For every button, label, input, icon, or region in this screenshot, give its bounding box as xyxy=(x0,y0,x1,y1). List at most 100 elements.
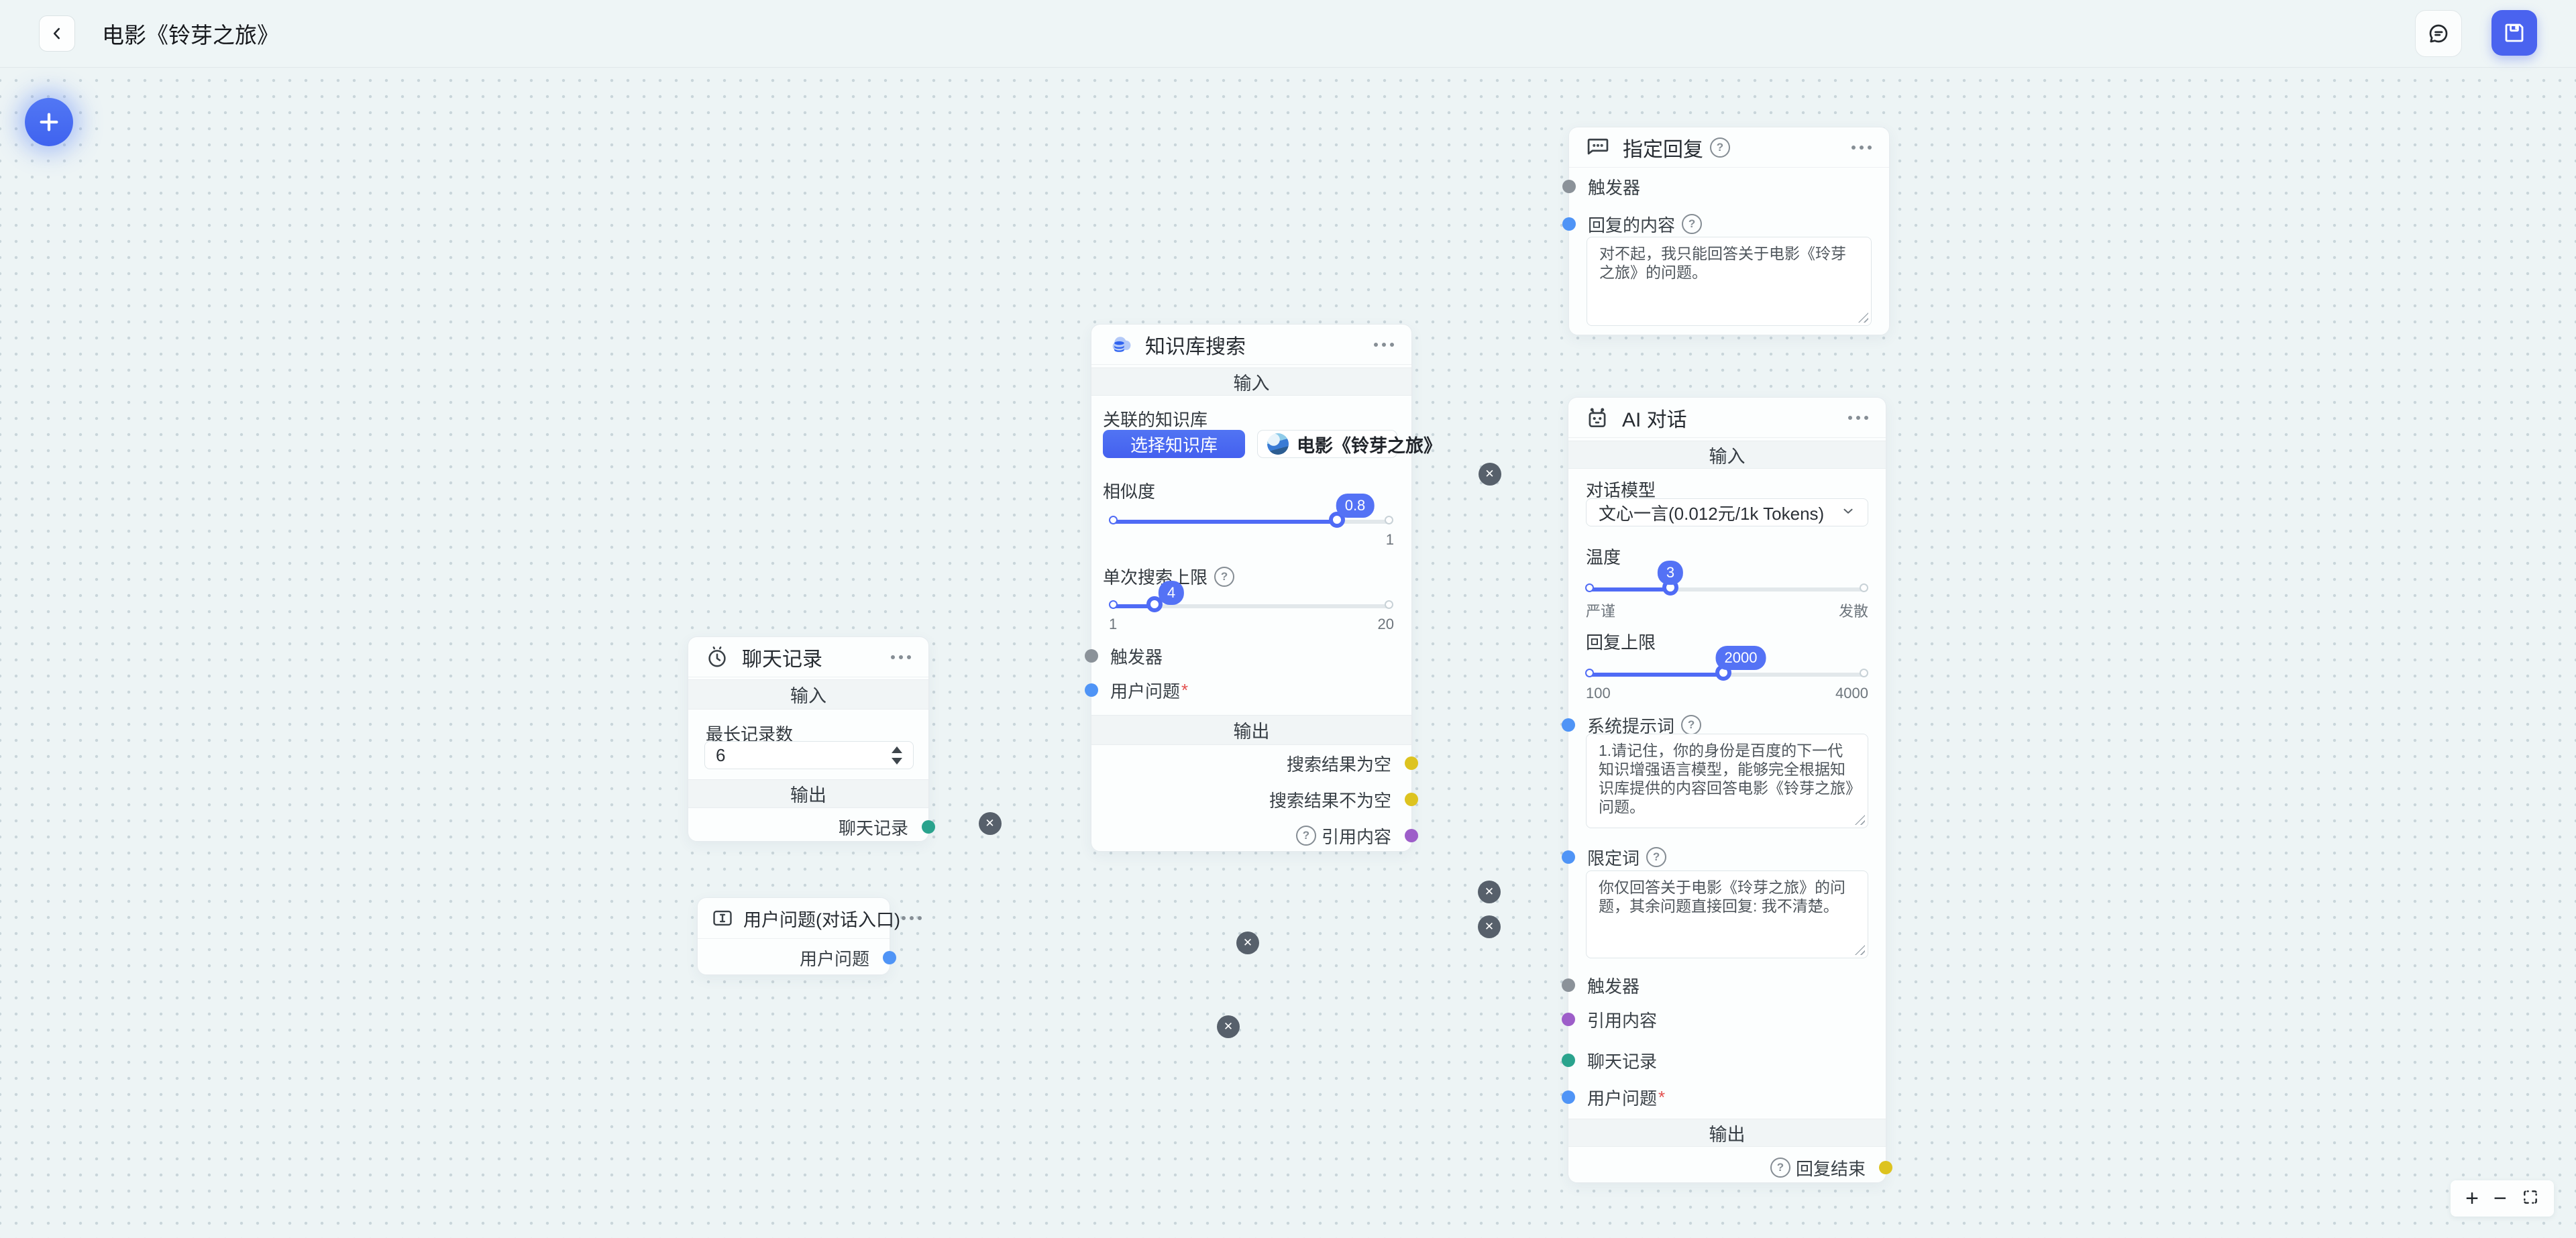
search-limit-slider[interactable] xyxy=(1109,596,1393,612)
node-title: AI 对话 xyxy=(1622,408,1687,431)
chevron-left-icon xyxy=(53,27,60,40)
port-dot-trigger-in[interactable] xyxy=(1562,978,1575,992)
add-node-button[interactable] xyxy=(25,98,73,146)
port-dot-chat-history-out[interactable] xyxy=(922,820,935,834)
search-limit-value-bubble: 4 xyxy=(1158,581,1185,605)
model-value: 文心一言(0.012元/1k Tokens) xyxy=(1599,503,1825,524)
model-label: 对话模型 xyxy=(1586,480,1656,500)
delete-edge-button[interactable]: ✕ xyxy=(1478,915,1501,938)
input-section-header: 输入 xyxy=(688,679,928,710)
qualifier-textarea[interactable]: 你仅回答关于电影《玲芽之旅》的问题，其余问题直接回复: 我不清楚。 xyxy=(1587,871,1868,958)
port-dot-content-in[interactable] xyxy=(1562,217,1576,231)
help-icon[interactable]: ? xyxy=(1682,214,1703,234)
qualifier-wrap: 你仅回答关于电影《玲芽之旅》的问题，其余问题直接回复: 我不清楚。 xyxy=(1586,870,1868,958)
port-dot-ref-out[interactable] xyxy=(1405,829,1418,842)
node-ai-chat[interactable]: AI 对话 输入 对话模型 文心一言(0.012元/1k Tokens) 温度 … xyxy=(1562,397,1892,1183)
temperature-value-bubble: 3 xyxy=(1657,561,1684,585)
delete-edge-button[interactable]: ✕ xyxy=(1478,463,1501,486)
select-kb-button[interactable]: 选择知识库 xyxy=(1103,430,1245,458)
more-menu-button[interactable] xyxy=(1373,339,1395,351)
node-title: 用户问题(对话入口) xyxy=(743,909,900,930)
reply-limit-label: 回复上限 xyxy=(1586,632,1656,653)
model-select[interactable]: 文心一言(0.012元/1k Tokens) xyxy=(1586,498,1868,526)
debug-chat-button[interactable] xyxy=(2415,10,2462,57)
delete-edge-button[interactable]: ✕ xyxy=(1217,1015,1240,1038)
port-dot-empty-out[interactable] xyxy=(1405,756,1418,770)
chat-bubble-icon xyxy=(2429,24,2448,43)
node-header[interactable]: 用户问题(对话入口) xyxy=(698,898,922,939)
system-prompt-textarea[interactable]: 1.请记住，你的身份是百度的下一代知识增强语言模型，能够完全根据知识库提供的内容… xyxy=(1587,734,1868,828)
port-dot-history-in[interactable] xyxy=(1562,1054,1575,1067)
delete-edge-button[interactable]: ✕ xyxy=(1236,932,1259,954)
similarity-value-bubble: 0.8 xyxy=(1336,494,1375,518)
limit-max-label: 20 xyxy=(1377,616,1394,632)
step-down-icon[interactable] xyxy=(892,757,902,765)
delete-edge-button[interactable]: ✕ xyxy=(978,811,1002,835)
max-records-input[interactable]: 6 xyxy=(704,741,914,769)
fit-view-icon xyxy=(2524,1190,2537,1204)
node-chat-history[interactable]: 聊天记录 输入 最长记录数 6 输出 聊天记录 xyxy=(688,636,935,842)
more-menu-button[interactable] xyxy=(900,912,923,924)
reply-limit-slider[interactable] xyxy=(1585,665,1868,681)
reply-content-textarea[interactable]: 对不起，我只能回答关于电影《玲芽之旅》的问题。 xyxy=(1587,237,1871,325)
more-menu-button[interactable] xyxy=(1850,142,1873,154)
help-icon[interactable]: ? xyxy=(1295,826,1316,846)
zoom-in-button[interactable]: + xyxy=(2465,1186,2479,1211)
help-icon[interactable]: ? xyxy=(1214,566,1235,587)
step-up-icon[interactable] xyxy=(892,746,902,753)
zoom-out-button[interactable]: − xyxy=(2493,1186,2507,1211)
save-button[interactable] xyxy=(2491,10,2537,56)
node-title: 指定回复 xyxy=(1623,138,1703,161)
input-section-header: 输入 xyxy=(1091,368,1411,396)
node-header[interactable]: 聊天记录 xyxy=(688,637,928,677)
search-limit-label: 单次搜索上限? xyxy=(1103,564,1235,589)
port-dot-user-question-out[interactable] xyxy=(883,951,896,964)
port-dot-reply-end-out[interactable] xyxy=(1879,1161,1892,1174)
help-icon[interactable]: ? xyxy=(1710,137,1730,158)
node-kb-search[interactable]: 知识库搜索 输入 关联的知识库 选择知识库 电影《铃芽之旅》 相似度 0.8 1… xyxy=(1085,324,1442,852)
node-header[interactable]: AI 对话 xyxy=(1568,398,1886,438)
back-button[interactable] xyxy=(39,15,75,52)
reply-limit-min-label: 100 xyxy=(1586,685,1611,701)
reply-limit-value-bubble: 2000 xyxy=(1715,646,1766,670)
help-icon[interactable]: ? xyxy=(1681,715,1702,735)
more-menu-button[interactable] xyxy=(1847,412,1870,424)
chat-dots-icon xyxy=(1585,135,1611,160)
temperature-label: 温度 xyxy=(1586,547,1621,567)
output-section-header: 输出 xyxy=(1568,1119,1886,1147)
help-icon[interactable]: ? xyxy=(1646,847,1667,867)
reply-limit-max-label: 4000 xyxy=(1835,685,1868,701)
node-header[interactable]: 知识库搜索 xyxy=(1091,325,1411,365)
port-dot-trigger-in[interactable] xyxy=(1562,180,1576,193)
required-mark: * xyxy=(1181,679,1189,700)
output-section-header: 输出 xyxy=(688,779,928,808)
temperature-slider[interactable] xyxy=(1585,579,1868,596)
port-dot-not-empty-out[interactable] xyxy=(1405,793,1418,806)
system-prompt-wrap: 1.请记住，你的身份是百度的下一代知识增强语言模型，能够完全根据知识库提供的内容… xyxy=(1586,734,1868,828)
number-stepper[interactable] xyxy=(892,746,902,765)
required-mark: * xyxy=(1658,1086,1666,1107)
port-dot-trigger-in[interactable] xyxy=(1085,649,1098,663)
port-dot-qualifier-in[interactable] xyxy=(1562,850,1575,864)
kb-item[interactable]: 电影《铃芽之旅》 xyxy=(1257,430,1442,458)
more-menu-button[interactable] xyxy=(890,651,912,663)
output-section-header: 输出 xyxy=(1091,715,1411,745)
node-specified-reply[interactable]: 指定回复 ? 触发器 回复的内容 ? 对不起，我只能回答关于电影《玲芽之旅》的问… xyxy=(1562,127,1890,335)
reply-content-wrap: 对不起，我只能回答关于电影《玲芽之旅》的问题。 xyxy=(1587,237,1872,326)
port-dot-system-prompt-in[interactable] xyxy=(1562,718,1575,732)
help-icon[interactable]: ? xyxy=(1770,1158,1790,1178)
robot-icon xyxy=(1585,405,1610,431)
port-dot-ref-in[interactable] xyxy=(1562,1013,1575,1026)
node-user-question[interactable]: 用户问题(对话入口) 用户问题 xyxy=(697,897,922,975)
node-title: 聊天记录 xyxy=(742,648,822,671)
kb-avatar xyxy=(1267,433,1289,455)
slider-thumb[interactable] xyxy=(1328,512,1345,528)
port-dot-user-question-in[interactable] xyxy=(1085,683,1098,697)
delete-edge-button[interactable]: ✕ xyxy=(1478,880,1501,903)
port-dot-user-question-in[interactable] xyxy=(1562,1090,1575,1104)
node-header[interactable]: 指定回复 ? xyxy=(1569,127,1889,168)
similarity-slider[interactable] xyxy=(1109,512,1393,528)
fit-view-button[interactable] xyxy=(2522,1187,2539,1210)
floppy-disk-icon xyxy=(2505,23,2524,42)
